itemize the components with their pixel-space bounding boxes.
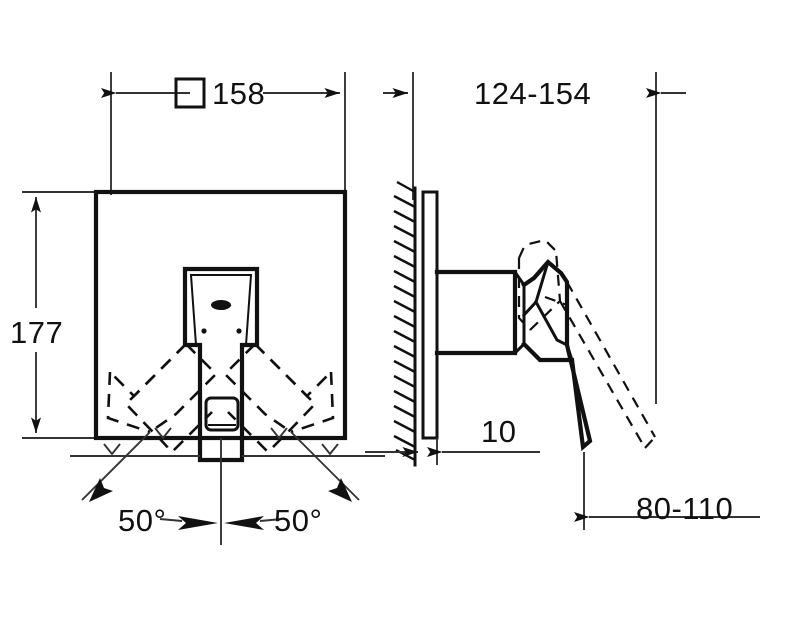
dimension-lever-clearance: 80-110 bbox=[574, 452, 760, 530]
side-lever-alternate-positions bbox=[517, 238, 656, 449]
swing-ghost-right-upper-a bbox=[254, 343, 332, 398]
dimension-plate-width: 158 bbox=[101, 72, 346, 195]
swing-ghost-left-edge bbox=[106, 371, 151, 434]
dimension-install-depth: 124-154 bbox=[383, 72, 686, 392]
dimension-value-angle-right: 50° bbox=[274, 503, 322, 538]
dimension-value-lever-clearance: 80-110 bbox=[636, 491, 733, 526]
angle-leader-left bbox=[81, 431, 151, 501]
lever-ghost-upper bbox=[518, 238, 557, 259]
front-view-group bbox=[93, 189, 348, 463]
angle-tick-right-outer bbox=[321, 443, 339, 456]
square-symbol-icon bbox=[174, 77, 206, 109]
front-handle-outline bbox=[182, 266, 260, 463]
swing-ghost-left-inner bbox=[149, 343, 218, 434]
dimension-value-install-depth: 124-154 bbox=[474, 76, 591, 111]
angle-centre-arrow-left bbox=[178, 516, 218, 530]
lever-ghost-upper-stem bbox=[517, 258, 531, 331]
swing-ghost-right-lower bbox=[227, 343, 317, 454]
wall-hatching bbox=[393, 180, 416, 462]
dimension-value-plate-thickness: 10 bbox=[481, 414, 516, 449]
swing-ghost-right-edge bbox=[290, 371, 335, 434]
handle-indicator-ellipse bbox=[211, 300, 231, 310]
angle-arrow-left bbox=[89, 478, 113, 502]
swing-ghost-right-inner bbox=[223, 343, 292, 434]
handle-screw-dot-right bbox=[236, 328, 242, 334]
side-lever-fold-b bbox=[533, 299, 570, 348]
lever-ghost-cross bbox=[544, 295, 568, 307]
angle-centre-arrow-right bbox=[224, 516, 264, 530]
angle-tick-right-inner bbox=[270, 427, 288, 440]
dimension-plate-height: 177 bbox=[10, 191, 100, 439]
angle-leader-right bbox=[290, 431, 360, 501]
front-handle-inner-edges bbox=[189, 273, 253, 347]
lever-ghost-diagonal-b bbox=[559, 300, 646, 449]
lever-ghost-diagonal-a bbox=[566, 281, 656, 438]
dimension-value-plate-width: 158 bbox=[212, 76, 265, 111]
side-lever-handle bbox=[521, 259, 593, 452]
handle-lower-detail bbox=[204, 396, 240, 432]
angle-centre-tail-right bbox=[259, 518, 283, 522]
angle-tick-left-inner bbox=[154, 427, 172, 440]
side-view-group bbox=[393, 180, 656, 467]
angle-arrow-right bbox=[328, 478, 352, 502]
dimension-value-plate-height: 177 bbox=[10, 315, 63, 350]
side-wall-plate bbox=[421, 190, 439, 440]
angle-centre-tail-left bbox=[159, 518, 183, 522]
dimension-plate-thickness: 10 bbox=[365, 414, 540, 465]
side-lever-stem-edge bbox=[565, 343, 574, 362]
dimension-value-angle-left: 50° bbox=[118, 503, 166, 538]
lever-ghost-diagonal-tip bbox=[644, 436, 656, 449]
angle-tick-left-outer bbox=[103, 443, 121, 456]
handle-screw-dot-left bbox=[201, 328, 207, 334]
front-cover-plate bbox=[93, 189, 348, 441]
swing-ghost-left-upper-a bbox=[109, 343, 187, 398]
side-lever-fold-a bbox=[521, 260, 550, 318]
dimension-angles: 50° 50° bbox=[70, 427, 385, 545]
side-mixer-body bbox=[434, 269, 518, 356]
